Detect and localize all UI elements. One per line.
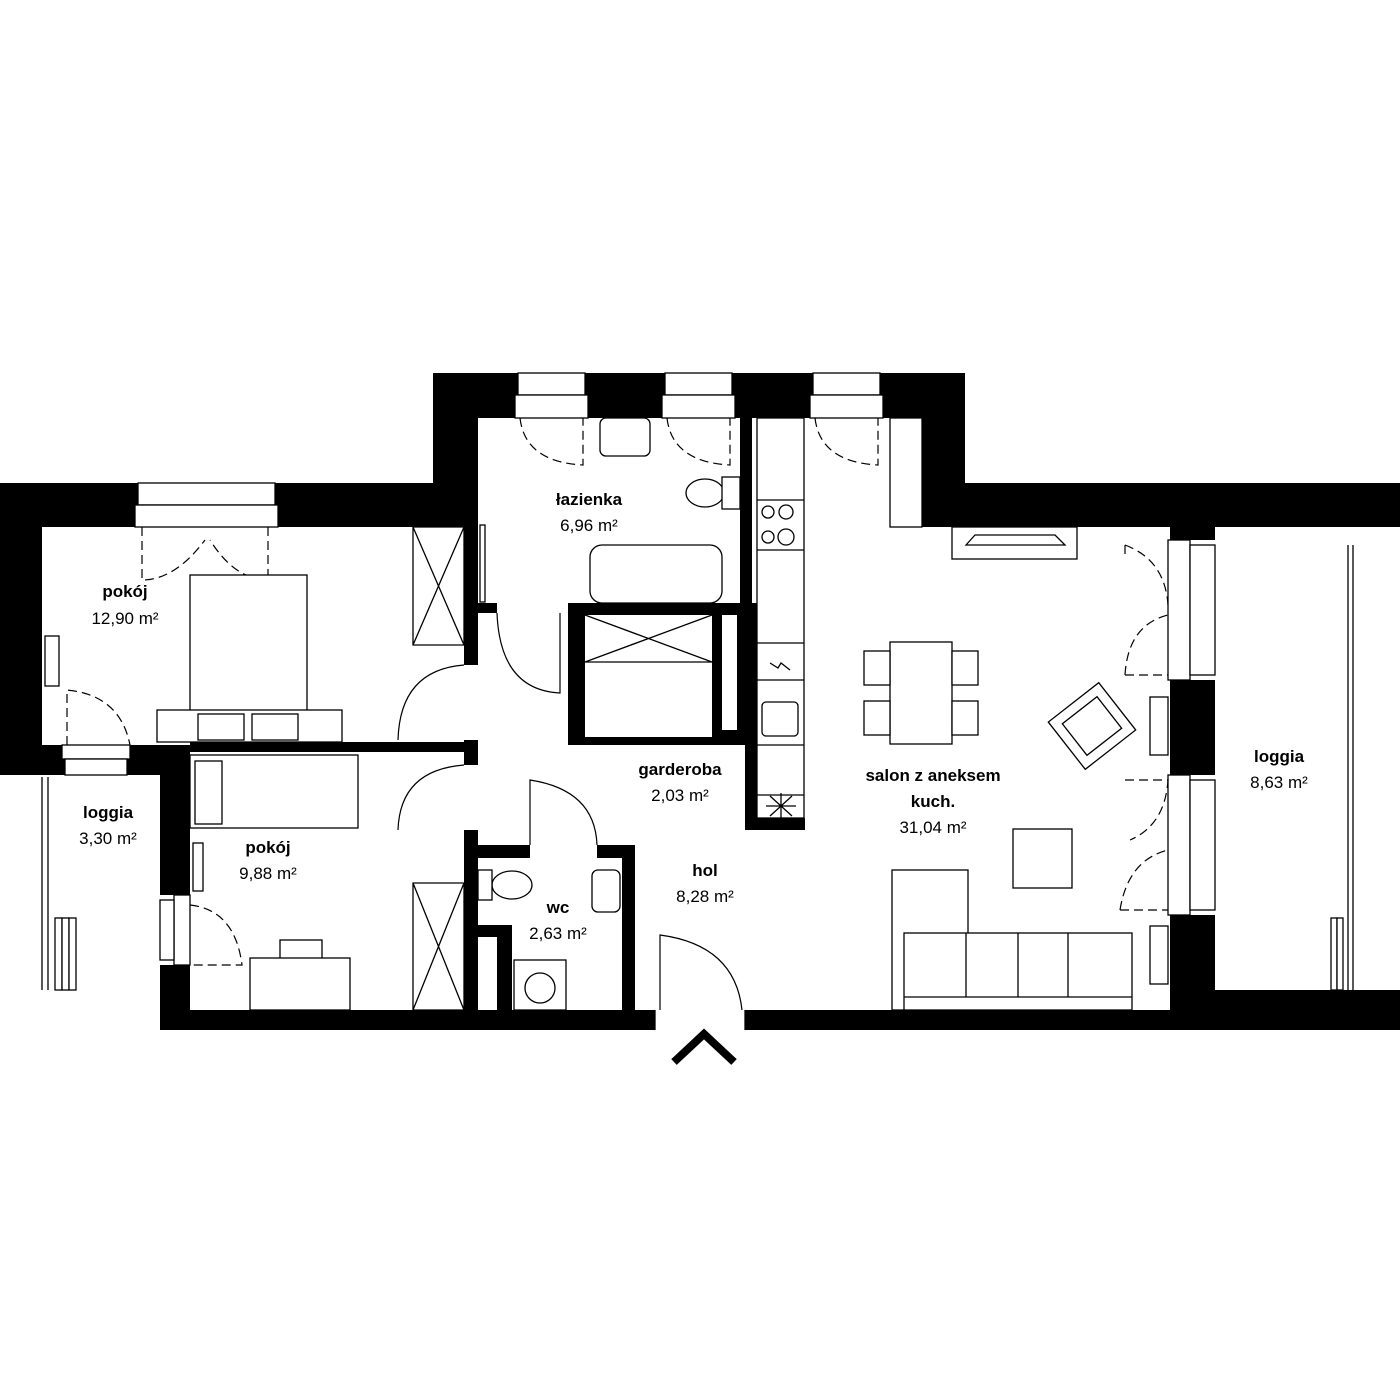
kitchen-counter: [756, 417, 805, 819]
washbasin: [591, 869, 621, 913]
room-name-bathroom: łazienka: [556, 490, 623, 509]
wardrobe-closet: [412, 882, 465, 1011]
wardrobe-closet: [412, 526, 465, 646]
room-area-loggia-large: 8,63 m²: [1250, 773, 1308, 792]
room-area-loggia-small: 3,30 m²: [79, 829, 137, 848]
room-name-wc: wc: [546, 898, 570, 917]
room-area-bathroom: 6,96 m²: [560, 516, 618, 535]
coffee-table: [1012, 828, 1073, 889]
radiator: [192, 842, 204, 892]
washbasin: [599, 417, 651, 457]
room-area-bedroom-small: 9,88 m²: [239, 864, 297, 883]
armchair: [1047, 681, 1137, 771]
dining-table: [889, 641, 953, 745]
toilet: [685, 478, 725, 508]
room-name-living-line2: kuch.: [911, 792, 955, 811]
room-name-living-line1: salon z aneksem: [865, 766, 1000, 785]
radiator: [44, 635, 60, 687]
room-area-wardrobe: 2,03 m²: [651, 786, 709, 805]
windows: [61, 372, 1216, 966]
washing-machine: [524, 972, 556, 1004]
furniture: [41, 417, 1354, 1011]
room-name-bedroom-large: pokój: [102, 582, 147, 601]
room-area-hall: 8,28 m²: [676, 887, 734, 906]
desk: [249, 957, 351, 1011]
toilet: [491, 870, 533, 900]
room-area-bedroom-large: 12,90 m²: [91, 609, 158, 628]
room-area-wc: 2,63 m²: [529, 924, 587, 943]
bathtub: [589, 544, 723, 604]
room-name-bedroom-small: pokój: [245, 838, 290, 857]
room-area-living: 31,04 m²: [899, 818, 966, 837]
doors: [66, 417, 1169, 1030]
entrance-chevron-icon: [671, 1028, 737, 1065]
room-name-wardrobe: garderoba: [638, 760, 722, 779]
room-name-loggia-large: loggia: [1254, 747, 1305, 766]
sink: [761, 701, 799, 737]
room-labels: pokój 12,90 m² loggia 3,30 m² pokój 9,88…: [79, 490, 1308, 943]
room-name-loggia-small: loggia: [83, 803, 134, 822]
room-name-hall: hol: [692, 861, 718, 880]
